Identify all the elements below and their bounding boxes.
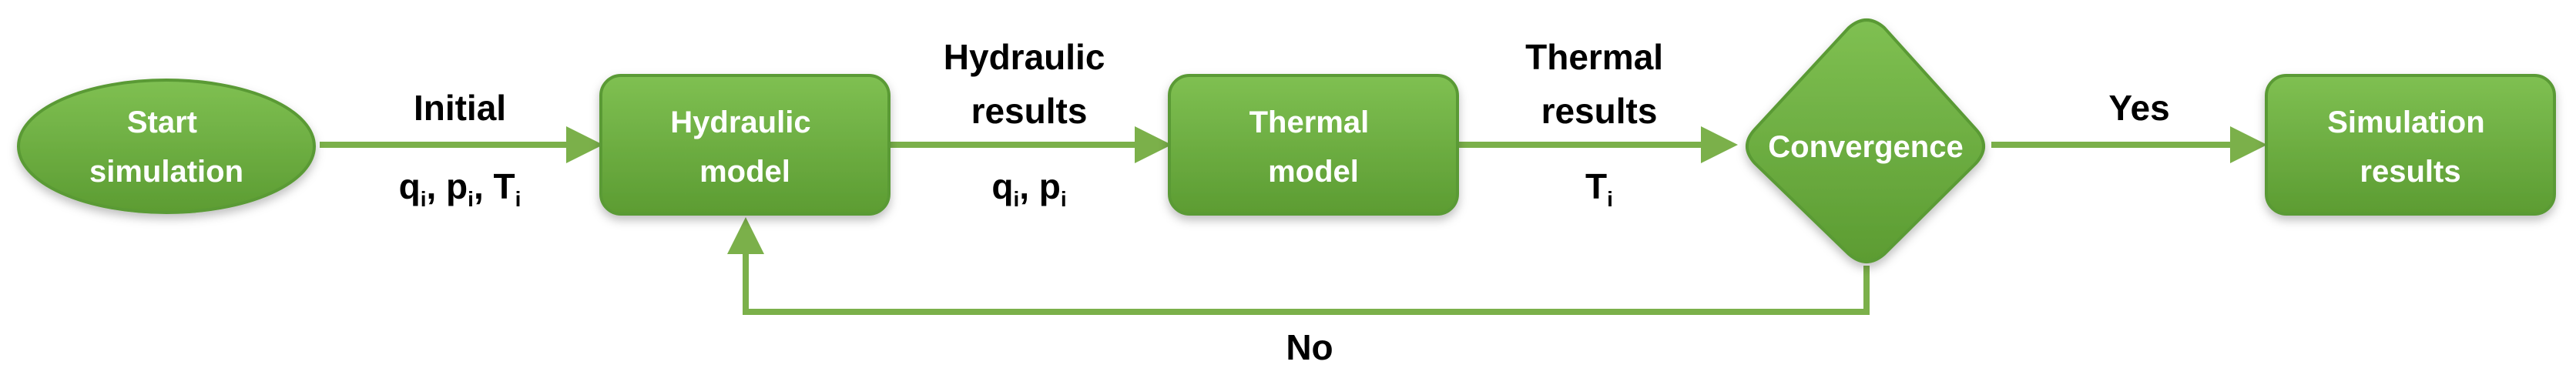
hydraulic-model-box [599,74,891,216]
start-node-label: Start simulation [89,105,243,189]
start-node-label-line1: Start [127,105,197,139]
var-t-thermal-sub: i [1607,187,1613,211]
no-label: No [1286,327,1333,367]
start-simulation-ellipse [17,79,316,214]
thermal-node-label-line2: model [1268,155,1359,189]
results-node-label: Simulation results [2327,105,2494,189]
thermal-results-label-line1: Thermal [1525,37,1663,77]
hydraulic-model-node: Hydraulic model [599,74,891,216]
initial-variables: qi, pi, Ti [399,166,522,211]
hydraulic-results-variables: qi, pi [991,166,1066,211]
results-node-label-line1: Simulation [2327,105,2484,139]
start-node-label-line2: simulation [89,155,243,189]
thermal-results-label-line2: results [1541,91,1658,131]
initial-label: Initial [414,88,506,128]
var-t-initial: T [494,166,515,206]
results-node-label-line2: results [2360,155,2460,189]
start-simulation-node: Start simulation [17,79,316,214]
var-q-hydraulic: q [991,166,1013,206]
convergence-decision-node: Convergence [1746,18,1985,263]
thermal-results-label: Thermal results [1525,37,1673,131]
var-p-hydraulic-sub: i [1061,187,1067,211]
hydraulic-results-label-line1: Hydraulic [944,37,1105,77]
simulation-results-node: Simulation results [2265,74,2556,216]
hydraulic-node-label-line2: model [699,155,790,189]
var-t-initial-sub: i [515,187,522,211]
hydraulic-node-label: Hydraulic model [670,105,819,189]
thermal-node-label: Thermal model [1249,105,1378,189]
thermal-model-node: Thermal model [1168,74,1459,216]
convergence-node-label: Convergence [1768,130,1963,164]
hydraulic-results-label-line2: results [971,91,1088,131]
var-q-initial-sub: i [421,187,427,211]
thermal-node-label-line1: Thermal [1249,105,1370,139]
var-t-thermal: T [1585,166,1607,206]
simulation-results-box [2265,74,2556,216]
var-q-hydraulic-sub: i [1013,187,1019,211]
thermal-results-variables: Ti [1585,166,1613,211]
var-q-initial: q [399,166,421,206]
var-p-hydraulic: p [1039,166,1061,206]
hydraulic-results-label: Hydraulic results [944,37,1115,131]
var-p-initial-sub: i [468,187,474,211]
convergence-diamond [1746,18,1985,263]
thermal-model-box [1168,74,1459,216]
hydraulic-node-label-line1: Hydraulic [670,105,810,139]
yes-label: Yes [2108,88,2169,128]
var-p-initial: p [446,166,468,206]
arrow-convergence-to-hydraulic-loop [727,217,1870,315]
